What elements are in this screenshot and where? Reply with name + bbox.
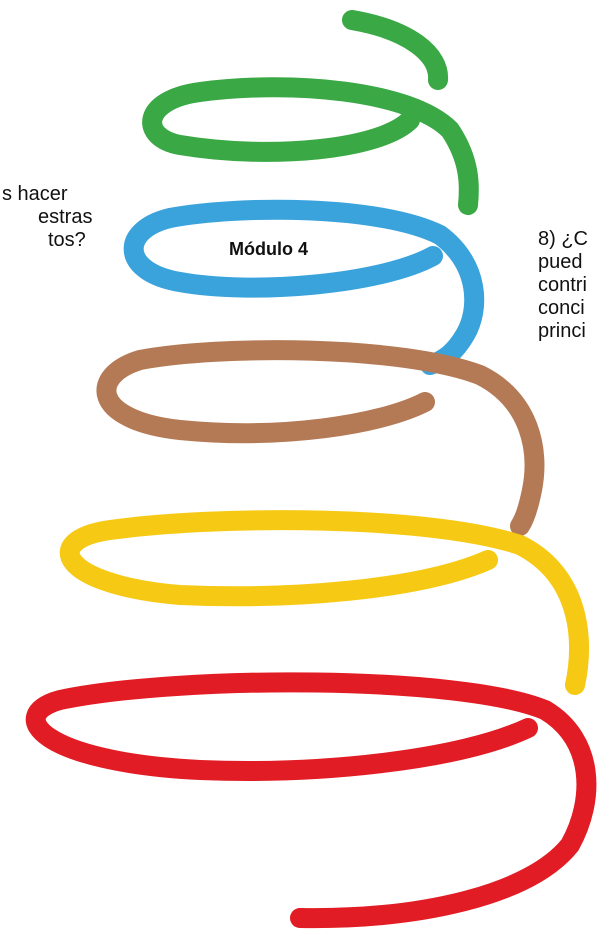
left-question-line-3: tos?	[48, 229, 86, 251]
left-question-line-1: s hacer	[2, 183, 68, 205]
brown-coil	[96, 340, 545, 536]
right-question-text: 8) ¿C pued contri conci princi	[538, 228, 598, 343]
right-question-line-1: 8) ¿C	[538, 228, 588, 250]
right-question-line-4: conci	[538, 297, 585, 319]
left-question-text: s hacer estras tos?	[0, 183, 100, 252]
yellow-coil	[59, 510, 589, 695]
right-question-line-3: contri	[538, 274, 587, 296]
blue-coil	[123, 199, 485, 375]
right-question-line-2: pued	[538, 251, 583, 273]
left-question-line-2: estras	[38, 206, 93, 228]
right-question-line-5: princi	[538, 320, 586, 342]
red-coil	[25, 672, 597, 929]
module-label: Módulo 4	[229, 239, 308, 259]
green-coil	[142, 10, 479, 215]
